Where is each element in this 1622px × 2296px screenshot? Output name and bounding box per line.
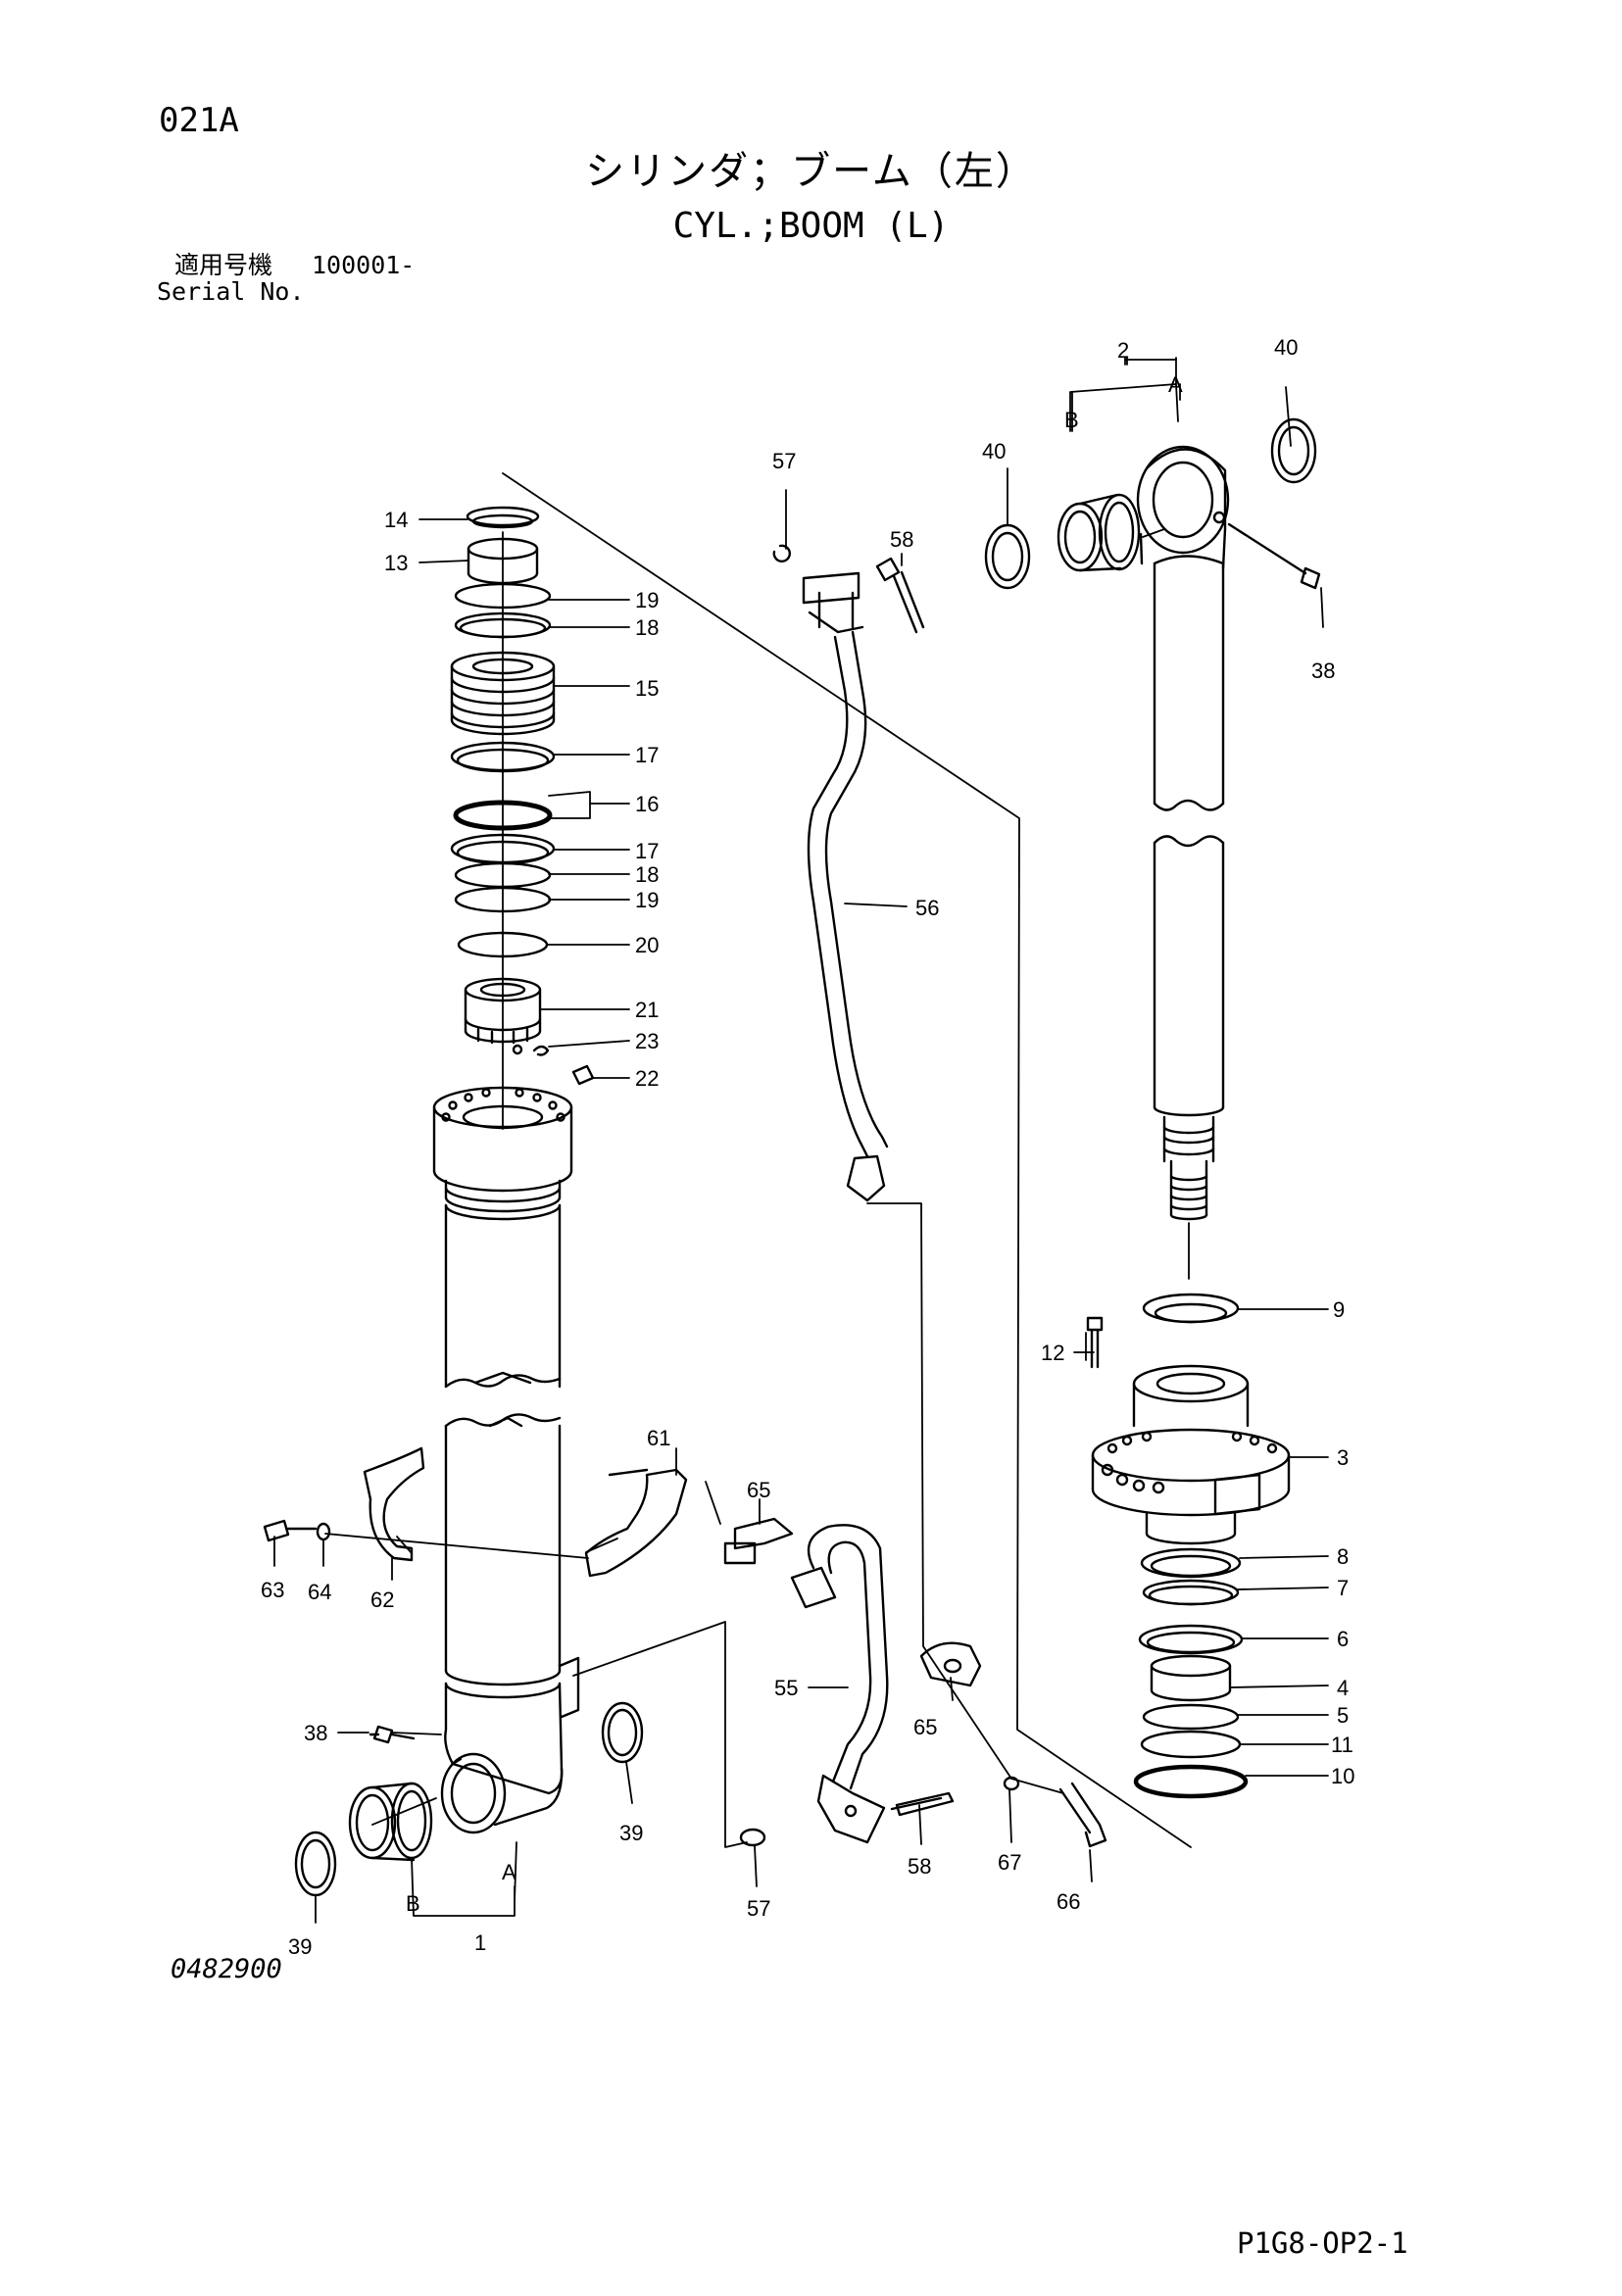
callout-65a: 65 bbox=[747, 1478, 770, 1502]
sheet-code: P1G8-OP2-1 bbox=[1237, 2226, 1408, 2260]
callout-18a: 18 bbox=[635, 615, 659, 640]
callout-18b: 18 bbox=[635, 862, 659, 887]
callout-39b: 39 bbox=[619, 1821, 643, 1845]
callout-3: 3 bbox=[1337, 1445, 1349, 1470]
callout-62: 62 bbox=[370, 1588, 394, 1612]
callout-9: 9 bbox=[1333, 1297, 1345, 1322]
bolt-66 bbox=[1058, 1782, 1107, 1848]
callout-14: 14 bbox=[384, 508, 408, 532]
callout-58a: 58 bbox=[890, 527, 913, 552]
piping-lines bbox=[739, 544, 955, 1847]
callout-17b: 17 bbox=[635, 839, 659, 863]
page-code: 021A bbox=[159, 101, 239, 140]
assembly-mark-a-top: A bbox=[1168, 372, 1183, 397]
drawing-number: 0482900 bbox=[171, 1954, 282, 1984]
callout-64: 64 bbox=[308, 1580, 331, 1604]
cylinder-tube-part-1 bbox=[294, 1086, 644, 1897]
callout-38a: 38 bbox=[304, 1721, 327, 1745]
callout-66: 66 bbox=[1057, 1889, 1080, 1914]
assembly-mark-b-bottom: B bbox=[406, 1891, 420, 1916]
callout-7: 7 bbox=[1337, 1576, 1349, 1600]
head-seal-stack bbox=[450, 506, 595, 1086]
callout-61: 61 bbox=[647, 1426, 670, 1450]
assembly-lines bbox=[324, 472, 1192, 1848]
assembly-mark-b-top: B bbox=[1064, 408, 1079, 432]
cylinder-head-part-3 bbox=[1086, 1293, 1291, 1799]
page-title-english: CYL.;BOOM (L) bbox=[672, 206, 950, 246]
callout-6: 6 bbox=[1337, 1627, 1349, 1651]
callout-65b: 65 bbox=[913, 1715, 937, 1739]
callout-2: 2 bbox=[1117, 338, 1129, 363]
callout-23: 23 bbox=[635, 1029, 659, 1053]
callout-22: 22 bbox=[635, 1066, 659, 1091]
callout-16: 16 bbox=[635, 792, 659, 816]
callout-1: 1 bbox=[474, 1930, 486, 1955]
callout-55: 55 bbox=[774, 1676, 798, 1700]
callout-40a: 40 bbox=[982, 439, 1006, 464]
callout-15: 15 bbox=[635, 676, 659, 701]
serial-label-english: Serial No. bbox=[157, 277, 305, 306]
callout-57a: 57 bbox=[772, 449, 796, 473]
callout-11: 11 bbox=[1331, 1733, 1353, 1757]
callout-12: 12 bbox=[1041, 1341, 1064, 1365]
callout-21: 21 bbox=[635, 998, 659, 1022]
callout-38b: 38 bbox=[1311, 659, 1335, 683]
callout-57b: 57 bbox=[747, 1896, 770, 1921]
callout-40b: 40 bbox=[1274, 335, 1298, 360]
piston-rod-part-2 bbox=[984, 417, 1321, 1221]
callout-39a: 39 bbox=[288, 1934, 312, 1959]
callout-13: 13 bbox=[384, 551, 408, 575]
callout-8: 8 bbox=[1337, 1544, 1349, 1569]
leader-lines bbox=[273, 357, 1329, 1924]
callout-4: 4 bbox=[1337, 1676, 1349, 1700]
callout-67: 67 bbox=[998, 1850, 1021, 1875]
callout-17a: 17 bbox=[635, 743, 659, 767]
page-title-japanese: シリンダ；ブーム（左） bbox=[585, 149, 1037, 194]
serial-label-japanese: 適用号機 bbox=[174, 251, 273, 279]
callout-58b: 58 bbox=[908, 1854, 931, 1879]
assembly-mark-a-bottom: A bbox=[502, 1860, 516, 1884]
callout-20: 20 bbox=[635, 933, 659, 957]
callout-56: 56 bbox=[915, 896, 939, 920]
clamp-hardware bbox=[263, 1446, 982, 1687]
serial-number-value: 100001- bbox=[312, 251, 416, 279]
callout-19a: 19 bbox=[635, 588, 659, 612]
callout-10: 10 bbox=[1331, 1764, 1354, 1788]
callout-5: 5 bbox=[1337, 1703, 1349, 1728]
callout-labels: 14 13 19 18 15 17 16 17 18 19 20 21 23 2… bbox=[261, 335, 1354, 1959]
callout-63: 63 bbox=[261, 1578, 284, 1602]
callout-19b: 19 bbox=[635, 888, 659, 912]
